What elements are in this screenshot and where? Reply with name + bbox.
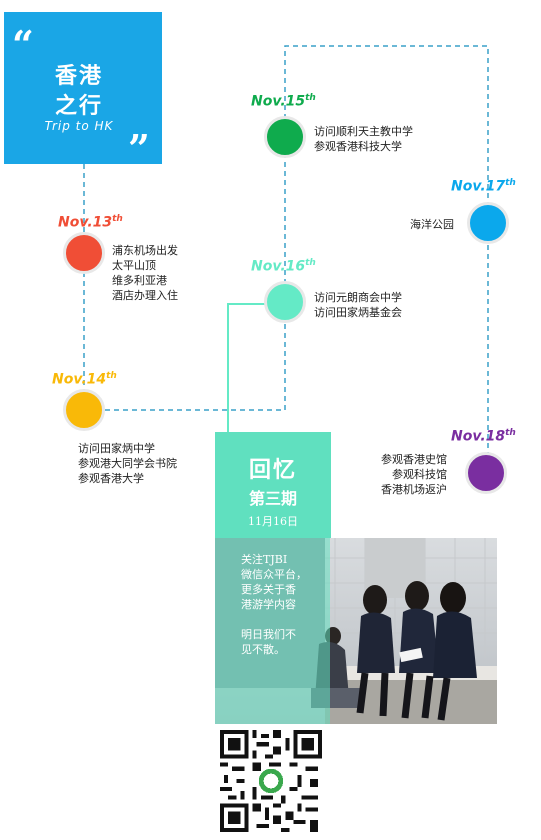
list-nov16: 访问元朗商会中学 访问田家炳基金会 bbox=[314, 290, 402, 320]
dot-nov16 bbox=[264, 281, 306, 323]
caption-line: 见不散。 bbox=[241, 643, 285, 656]
caption-line: 微信众平台， bbox=[241, 568, 307, 581]
dot-nov13 bbox=[63, 232, 105, 274]
dot-nov14 bbox=[63, 389, 105, 431]
dot-nov17 bbox=[467, 202, 509, 244]
close-quote-icon: ” bbox=[128, 126, 150, 171]
recall-date: 11月16日 bbox=[248, 515, 298, 528]
caption-line: 更多关于香 bbox=[241, 583, 296, 596]
recall-issue: 第三期 bbox=[248, 489, 297, 508]
date-nov18: Nov.18th bbox=[451, 428, 516, 445]
dot-nov18 bbox=[465, 452, 507, 494]
list-item: 访问田家炳基金会 bbox=[314, 306, 402, 319]
photo: 关注TJBI 微信众平台， 更多关于香 港游学内容 明日我们不 见不散。 bbox=[215, 538, 497, 724]
caption-line: 明日我们不 bbox=[241, 628, 296, 641]
recall-box: 回忆 第三期 11月16日 bbox=[215, 432, 331, 538]
list-item: 参观香港科技大学 bbox=[314, 140, 402, 153]
caption-line: 港游学内容 bbox=[241, 598, 296, 611]
photo-image bbox=[215, 538, 497, 724]
dot-nov15 bbox=[264, 116, 306, 158]
photo-caption: 关注TJBI 微信众平台， 更多关于香 港游学内容 明日我们不 见不散。 bbox=[241, 552, 307, 657]
list-nov13: 浦东机场出发 太平山顶 维多利亚港 酒店办理入住 bbox=[112, 243, 178, 303]
list-item: 访问元朗商会中学 bbox=[314, 291, 402, 304]
date-nov13: Nov.13th bbox=[58, 214, 123, 231]
date-nov16: Nov.16th bbox=[251, 258, 316, 275]
title-subtitle: Trip to HK bbox=[44, 119, 114, 133]
open-quote-icon: “ bbox=[12, 22, 34, 67]
list-item: 参观科技馆 bbox=[392, 468, 447, 481]
list-item: 参观港大同学会书院 bbox=[78, 457, 177, 470]
list-item: 维多利亚港 bbox=[112, 274, 167, 287]
list-nov17: 海洋公园 bbox=[410, 217, 454, 232]
date-nov14: Nov.14th bbox=[52, 371, 117, 388]
title-box: “ 香港 之行 Trip to HK ” bbox=[4, 12, 162, 168]
date-nov15: Nov.15th bbox=[251, 93, 316, 110]
list-item: 参观香港史馆 bbox=[381, 453, 447, 466]
list-item: 访问田家炳中学 bbox=[78, 442, 155, 455]
list-item: 访问顺利天主教中学 bbox=[314, 125, 413, 138]
list-item: 浦东机场出发 bbox=[112, 244, 178, 257]
list-item: 海洋公园 bbox=[410, 218, 454, 231]
list-nov18: 参观香港史馆 参观科技馆 香港机场返沪 bbox=[372, 452, 447, 497]
list-item: 参观香港大学 bbox=[78, 472, 144, 485]
list-nov15: 访问顺利天主教中学 参观香港科技大学 bbox=[314, 124, 413, 154]
list-item: 香港机场返沪 bbox=[381, 483, 447, 496]
date-nov17: Nov.17th bbox=[451, 178, 516, 195]
title-line-1: 香港 bbox=[54, 63, 103, 89]
caption-line: 关注TJBI bbox=[241, 553, 288, 566]
qr-code bbox=[220, 730, 322, 832]
list-item: 太平山顶 bbox=[112, 259, 156, 272]
list-nov14: 访问田家炳中学 参观港大同学会书院 参观香港大学 bbox=[78, 441, 177, 486]
list-item: 酒店办理入住 bbox=[112, 289, 178, 302]
title-line-2: 之行 bbox=[54, 93, 103, 119]
recall-title: 回忆 bbox=[248, 457, 297, 483]
